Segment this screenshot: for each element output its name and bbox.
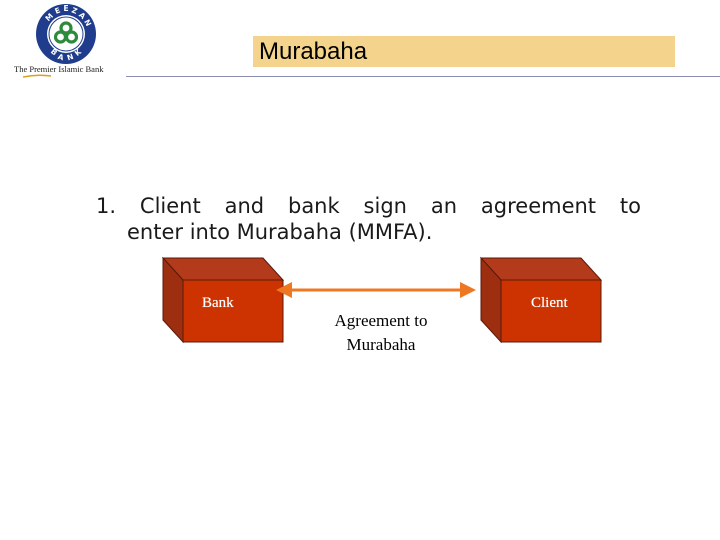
svg-text:A: A	[57, 52, 65, 62]
svg-text:N: N	[82, 18, 93, 28]
title-banner: Murabaha	[253, 36, 675, 67]
arrow-label-line-2: Murabaha	[346, 335, 416, 354]
svg-text:B: B	[49, 47, 59, 58]
arrow-label-line-1: Agreement to	[334, 311, 428, 330]
meezan-bank-logo: M E E Z A N B A N K The Premier Islamic …	[4, 0, 120, 78]
point-line-2: enter into Murabaha (MMFA).	[127, 220, 433, 244]
svg-text:K: K	[73, 47, 84, 58]
header-divider	[126, 76, 720, 77]
svg-text:M: M	[43, 11, 55, 23]
client-box	[479, 256, 603, 344]
point-line-1: 1. Client and bank sign an agreement to	[96, 194, 641, 218]
tagline-swoosh	[22, 74, 52, 78]
bank-box	[161, 256, 285, 344]
logo-tagline: The Premier Islamic Bank	[14, 64, 104, 74]
page-title: Murabaha	[259, 38, 368, 65]
client-label: Client	[531, 295, 568, 311]
svg-text:Z: Z	[70, 5, 79, 16]
point-1-text: 1. Client and bank sign an agreement to …	[96, 193, 641, 245]
svg-text:E: E	[54, 6, 62, 16]
bank-label: Bank	[202, 295, 234, 311]
agreement-arrow	[276, 282, 476, 298]
arrow-label: Agreement to Murabaha	[316, 309, 446, 357]
meezan-bank-emblem-icon: M E E Z A N B A N K	[36, 4, 96, 64]
svg-text:N: N	[66, 52, 75, 63]
svg-text:E: E	[63, 4, 68, 13]
svg-text:A: A	[77, 10, 87, 21]
